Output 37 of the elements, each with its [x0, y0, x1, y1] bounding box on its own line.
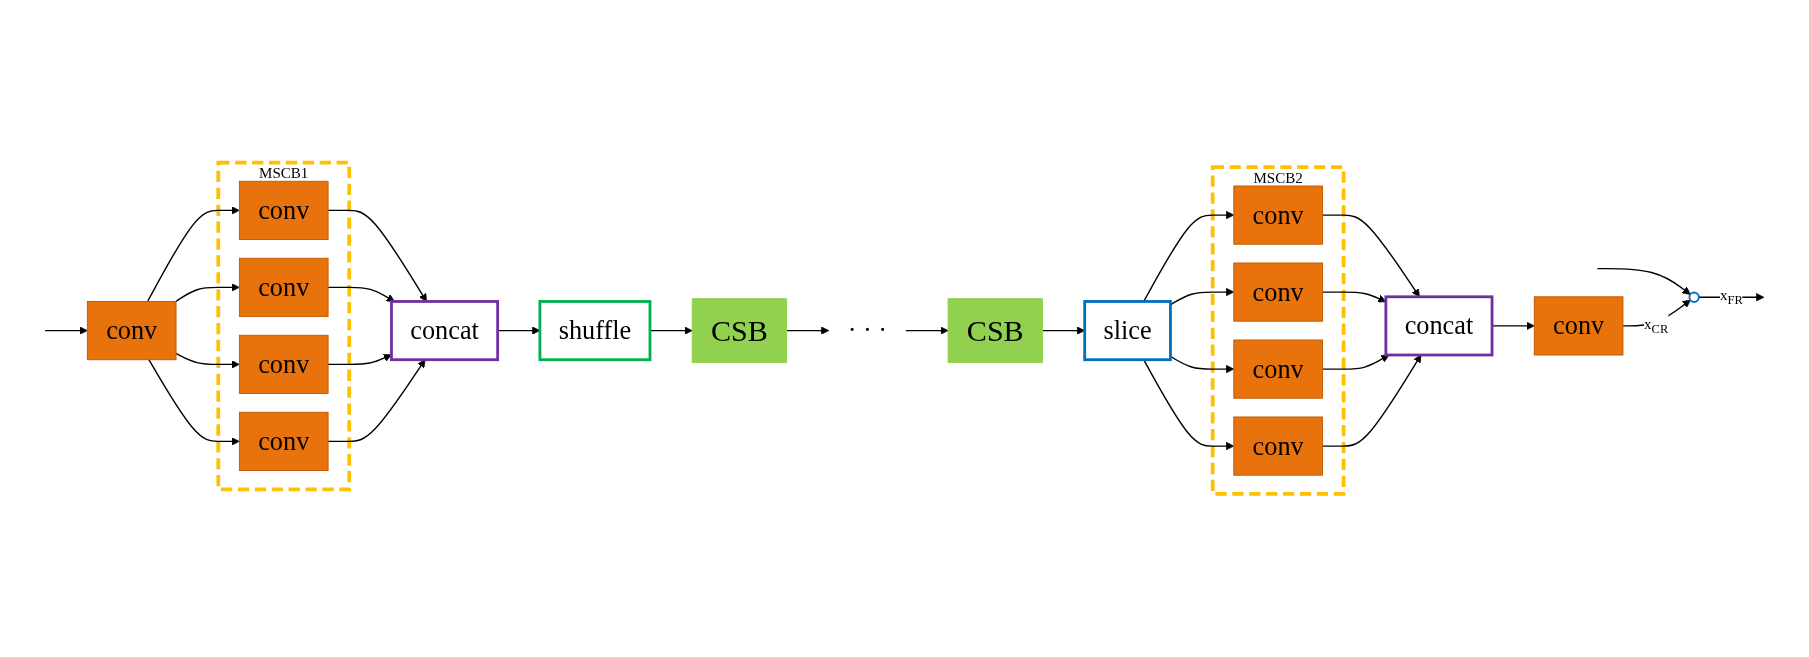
node-box: conv	[1233, 339, 1323, 399]
arrow	[44, 326, 88, 335]
node-box: conv	[1233, 185, 1323, 245]
arrow	[649, 326, 693, 335]
arrow	[327, 354, 392, 366]
node-box: CSB	[947, 298, 1043, 364]
arrow	[175, 353, 240, 369]
node-box: conv	[238, 181, 329, 241]
arrow	[148, 359, 240, 446]
node-text: · · ·	[847, 315, 888, 345]
node-box: shuffle	[538, 300, 652, 362]
node-box: conv	[238, 258, 329, 318]
arrow	[175, 283, 240, 303]
node-circle	[1688, 291, 1700, 304]
arrow	[146, 206, 240, 303]
node-box: conv	[238, 335, 329, 395]
edge-label: x$_{CR}$	[1644, 316, 1669, 337]
arrow	[1143, 359, 1235, 451]
arrow	[327, 209, 427, 303]
node-box: conv	[86, 301, 177, 361]
arrow	[327, 359, 426, 443]
node-box: concat	[1384, 295, 1494, 357]
arrow	[1321, 214, 1420, 298]
arrow	[1596, 268, 1691, 296]
arrow	[785, 326, 830, 335]
node-box: conv	[238, 412, 329, 472]
edge-label: x$_{FR}$	[1719, 287, 1743, 308]
node-box: concat	[390, 300, 500, 362]
node-box: CSB	[691, 298, 788, 364]
node-box: conv	[1533, 296, 1624, 356]
arrow	[905, 326, 949, 335]
arrow	[327, 286, 395, 303]
node-box: conv	[1233, 262, 1323, 322]
node-box: conv	[1233, 416, 1323, 476]
arrow	[1321, 354, 1390, 371]
node-box: slice	[1083, 300, 1172, 362]
arrow	[1321, 354, 1422, 448]
